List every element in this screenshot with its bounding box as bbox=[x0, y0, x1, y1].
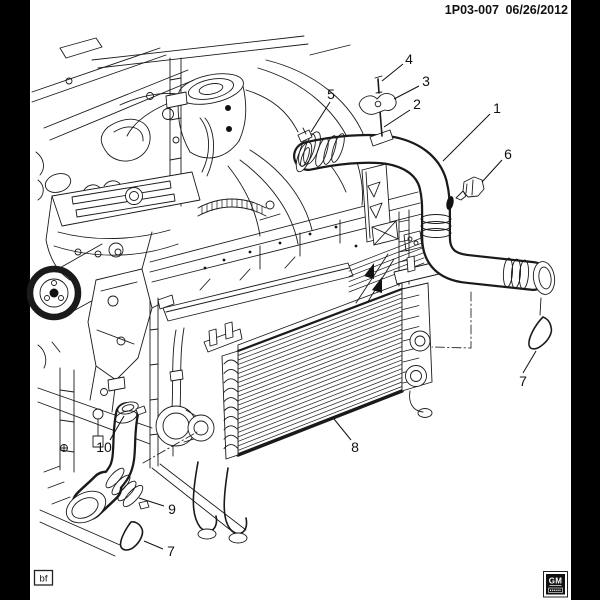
callout-leader bbox=[442, 113, 491, 162]
callout-label: 5 bbox=[327, 86, 335, 102]
callout-leader bbox=[383, 109, 411, 128]
cooler-inlet-hose bbox=[293, 75, 556, 295]
callout-leader bbox=[143, 540, 164, 550]
cooler-inlet-port bbox=[409, 330, 431, 352]
locator-line-upper bbox=[431, 291, 472, 349]
engine bbox=[45, 117, 214, 281]
callout-label: 3 bbox=[422, 73, 430, 89]
hose-clamp-10 bbox=[114, 410, 138, 424]
callout-leader bbox=[381, 63, 404, 82]
callout-leader bbox=[481, 159, 503, 183]
callout-leader bbox=[333, 418, 352, 441]
gm-logo: GM bbox=[543, 571, 568, 598]
callout-label: 4 bbox=[405, 51, 413, 67]
sheet-code-box: bf bbox=[33, 569, 54, 586]
callout-leader bbox=[393, 85, 420, 100]
callout-layer: 1 234 5 6 7 8 9 10 7 bbox=[96, 51, 537, 559]
callout-leader bbox=[310, 101, 331, 133]
drawing-date: 06/26/2012 bbox=[505, 3, 568, 17]
callout-leader bbox=[109, 415, 125, 441]
callout-leader bbox=[138, 497, 165, 507]
drawing-number: 1P03-007 bbox=[445, 3, 499, 17]
clip-7-upper bbox=[528, 316, 553, 350]
callout-label: 2 bbox=[413, 96, 421, 112]
callout-label: 10 bbox=[96, 439, 112, 455]
locator-line-lower bbox=[142, 431, 198, 464]
callout-label: 7 bbox=[519, 373, 527, 389]
callout-label: 6 bbox=[504, 146, 512, 162]
bolt-4 bbox=[377, 78, 380, 94]
callout-label: 7 bbox=[167, 543, 175, 559]
callout-label: 1 bbox=[493, 100, 501, 116]
engine-bay-line-art bbox=[26, 35, 556, 557]
sheet-code: bf bbox=[40, 574, 48, 585]
charge-air-cooler bbox=[155, 255, 440, 544]
bracket-3 bbox=[358, 93, 397, 115]
crank-pulley bbox=[26, 242, 124, 321]
cooler-fins bbox=[237, 293, 403, 451]
callout-label: 9 bbox=[168, 501, 176, 517]
callout-leader bbox=[522, 350, 537, 374]
callout-label: 8 bbox=[351, 439, 359, 455]
cooler-outlet-hose bbox=[65, 401, 150, 524]
clip-7-lower bbox=[119, 521, 144, 551]
stud-2 bbox=[379, 110, 383, 137]
gm-logo-text: GM bbox=[549, 577, 563, 586]
hose-clamp-9 bbox=[122, 484, 144, 508]
